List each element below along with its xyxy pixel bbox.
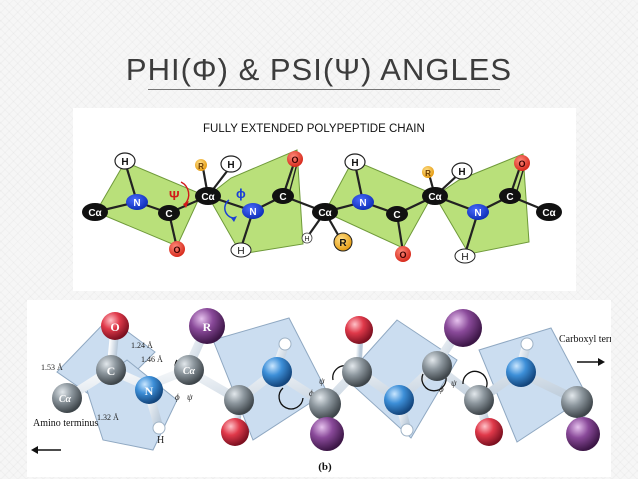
bond-lengths: 1.53 Å 1.24 Å 1.46 Å 1.32 Å H <box>41 341 164 446</box>
title-underline <box>148 89 500 90</box>
peptide-planes <box>95 149 530 255</box>
atom-n: N <box>133 198 140 209</box>
psi-label: ψ <box>319 376 325 386</box>
bond-length-label: 1.53 Å <box>41 363 63 372</box>
atom-h: H <box>458 167 465 178</box>
atom-r: R <box>425 169 431 178</box>
phi-label: ϕ <box>175 392 180 402</box>
atom-h: H <box>157 435 164 446</box>
peptide-plane-4 <box>434 153 530 255</box>
atom-c: C <box>506 192 513 203</box>
psi-label: Ψ <box>169 188 180 203</box>
atom-n: N <box>249 207 256 218</box>
atom-c: C <box>279 192 286 203</box>
carboxyl-terminus-label: Carboxyl terminus <box>559 334 611 345</box>
atom-n: N <box>145 384 154 398</box>
atom-ca: Cα <box>59 394 72 405</box>
atom-h: H <box>351 158 358 169</box>
ball-and-stick-figure: ϕ ψ ϕ ψ ϕ ψ Cα O C N R Cα <box>27 300 611 477</box>
chain-heading: FULLY EXTENDED POLYPEPTIDE CHAIN <box>203 123 425 135</box>
atom-ca: Cα <box>183 366 196 377</box>
atom-n: N <box>474 208 481 219</box>
phi-rotation-arrow <box>224 199 234 219</box>
atom-o: O <box>173 245 180 255</box>
bond-length-label: 1.32 Å <box>97 413 119 422</box>
atom-h: H <box>304 236 309 243</box>
atom-r: R <box>198 162 204 171</box>
phi-label: ϕ <box>236 186 246 201</box>
atom-c: C <box>165 209 172 220</box>
atom-ca: Cα <box>318 208 332 219</box>
phi-label: ϕ <box>439 384 444 394</box>
atom-c: C <box>107 364 116 378</box>
rotation-arrow-icon <box>421 373 447 392</box>
phi-label: ϕ <box>309 388 314 398</box>
extended-chain-figure: FULLY EXTENDED POLYPEPTIDE CHAIN Ψ ϕ C <box>73 108 576 291</box>
atom-c: C <box>393 210 400 221</box>
atom-o: O <box>291 155 298 165</box>
atom-n: N <box>359 198 366 209</box>
rotation-arrow-icon <box>462 370 488 391</box>
atom-ca: Cα <box>428 192 442 203</box>
atom-ca: Cα <box>88 208 102 219</box>
chain-atoms: Cα H N C O R H Cα N H C O Cα <box>82 151 562 264</box>
psi-rotation-arrow <box>180 181 190 205</box>
plane-3d-4 <box>344 319 458 439</box>
atom-h: H <box>227 160 234 171</box>
amino-terminus-label: Amino terminus <box>33 418 98 429</box>
atom-r: R <box>339 238 347 249</box>
atom-o: O <box>110 320 119 334</box>
figure-caption: (b) <box>318 461 332 473</box>
atom-r: R <box>203 320 212 334</box>
psi-label: ψ <box>451 378 457 388</box>
slide-title: PHI(Φ) & PSI(Ψ) ANGLES <box>125 52 513 87</box>
atom-h: H <box>461 252 468 263</box>
atom-o: O <box>399 250 406 260</box>
torsion-labels: ϕ ψ ϕ ψ ϕ ψ <box>175 376 457 402</box>
atom-ca: Cα <box>201 192 215 203</box>
bond-length-label: 1.46 Å <box>141 355 163 364</box>
atom-balls: Cα O C N R Cα <box>52 308 600 451</box>
terminus-labels: Amino terminus Carboxyl terminus <box>31 334 611 454</box>
atom-o: O <box>518 159 525 169</box>
psi-label: ψ <box>187 392 193 402</box>
bond-length-label: 1.24 Å <box>131 341 153 350</box>
atom-ca: Cα <box>542 208 556 219</box>
atom-h: H <box>237 246 244 257</box>
rotation-arrow-icon <box>278 387 304 410</box>
atom-h: H <box>121 157 128 168</box>
